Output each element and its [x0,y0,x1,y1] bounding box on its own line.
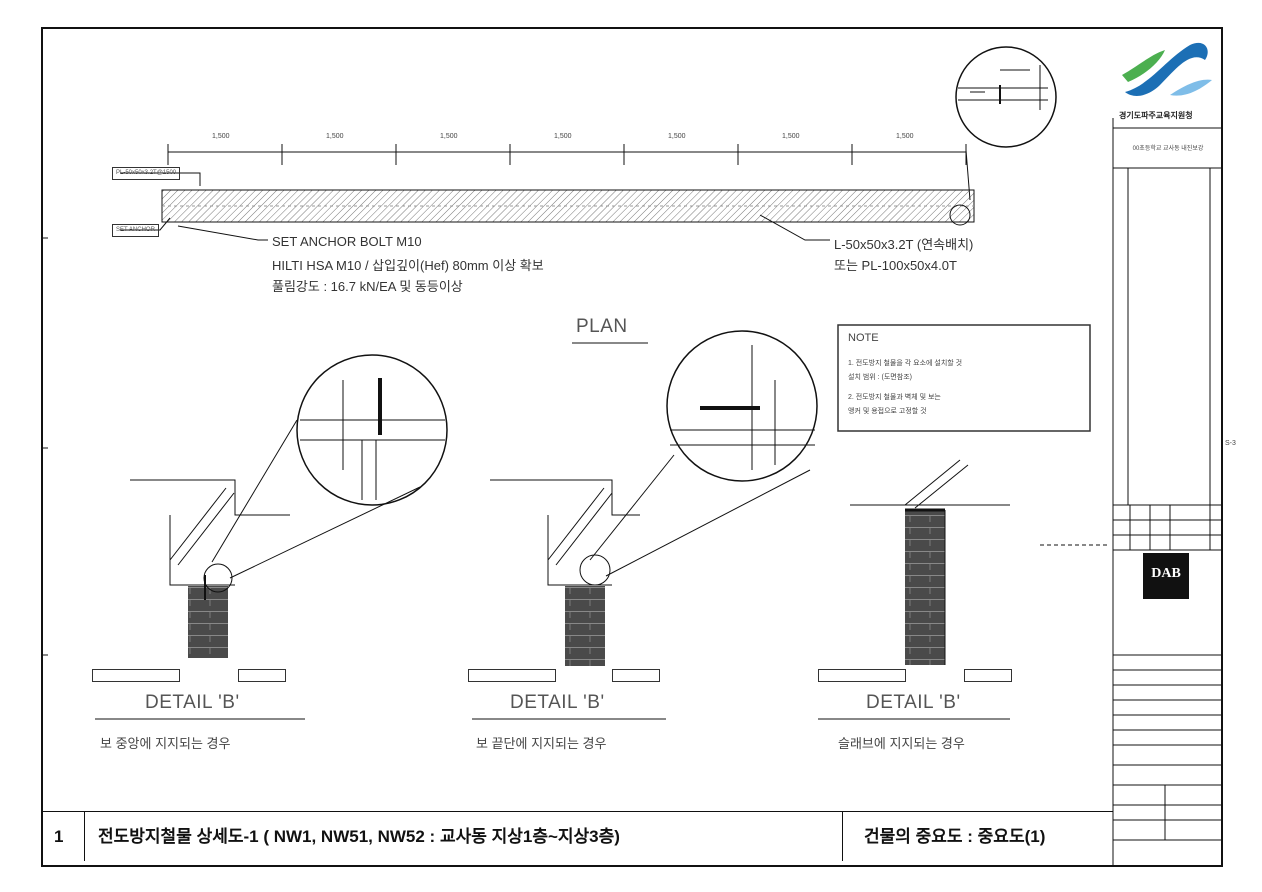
dim-label: 1,500 [554,133,572,140]
detail-2-subtitle: 보 끝단에 지지되는 경우 [476,736,607,751]
note-heading: NOTE [848,332,879,344]
dimension-line [167,144,967,165]
anchor-note-1: SET ANCHOR BOLT M10 [272,234,422,249]
detail-3-drawing [818,459,1010,720]
plan-detail-magnifier [949,46,1057,226]
dim-label: 1,500 [212,133,230,140]
drawing-number: 1 [54,827,64,846]
detail-2-tag [612,669,660,682]
detail-3-tag [964,669,1012,682]
anchor-leader [177,225,268,241]
note-line: 설치 범위 : (도면참조) [848,374,912,381]
angle-note-1: L-50x50x3.2T (연속배치) [834,237,974,252]
note-line: 2. 전도방지 철물과 벽체 및 보는 [848,394,941,401]
detail-2-title: DETAIL 'B' [510,692,605,713]
angle-leader [759,214,830,241]
detail-3-subtitle: 슬래브에 지지되는 경우 [838,736,965,751]
anchor-note-2: HILTI HSA M10 / 삽입깊이(Hef) 80mm 이상 확보 [272,258,544,273]
detail-1-title: DETAIL 'B' [145,692,240,713]
agency-name: 경기도파주교육지원청 [1119,111,1193,120]
plan-tag-top: PL-50x50x3.2T@1500 [112,167,181,180]
note-line: 앵커 및 용접으로 고정할 것 [848,408,927,415]
drawing-title-bar: 1 전도방지철물 상세도-1 ( NW1, NW51, NW52 : 교사동 지… [42,811,1113,861]
plan-tag-bottom: SET ANCHOR [112,224,159,237]
detail-2-drawing [472,330,818,720]
sheet-border [41,27,1223,867]
plan-wall-section [161,189,975,223]
agency-logo [1122,42,1212,96]
detail-1-tag [92,669,180,682]
anchor-note-3: 풀림강도 : 16.7 kN/EA 및 동등이상 [272,279,463,294]
dim-label: 1,500 [326,133,344,140]
angle-note-2: 또는 PL-100x50x4.0T [834,258,957,273]
dim-label: 1,500 [440,133,458,140]
firm-logo-box [1143,553,1189,599]
firm-logo: DAB [1151,566,1181,581]
dim-label: 1,500 [896,133,914,140]
plan-title: PLAN [576,316,628,337]
drawing-title: 전도방지철물 상세도-1 ( NW1, NW51, NW52 : 교사동 지상1… [98,827,620,846]
dim-label: 1,500 [668,133,686,140]
building-importance: 건물의 중요도 : 중요도(1) [864,827,1046,846]
project-name: 00초등학교 교사동 내진보강 [1132,146,1204,152]
detail-3-tag [818,669,906,682]
sheet-number: S-3 [1225,440,1236,447]
detail-3-title: DETAIL 'B' [866,692,961,713]
detail-1-drawing [95,354,448,720]
detail-2-tag [468,669,556,682]
note-box [837,324,1091,432]
detail-1-subtitle: 보 중앙에 지지되는 경우 [100,736,231,751]
dim-label: 1,500 [782,133,800,140]
detail-1-tag [238,669,286,682]
note-line: 1. 전도방지 철물을 각 요소에 설치할 것 [848,360,963,367]
